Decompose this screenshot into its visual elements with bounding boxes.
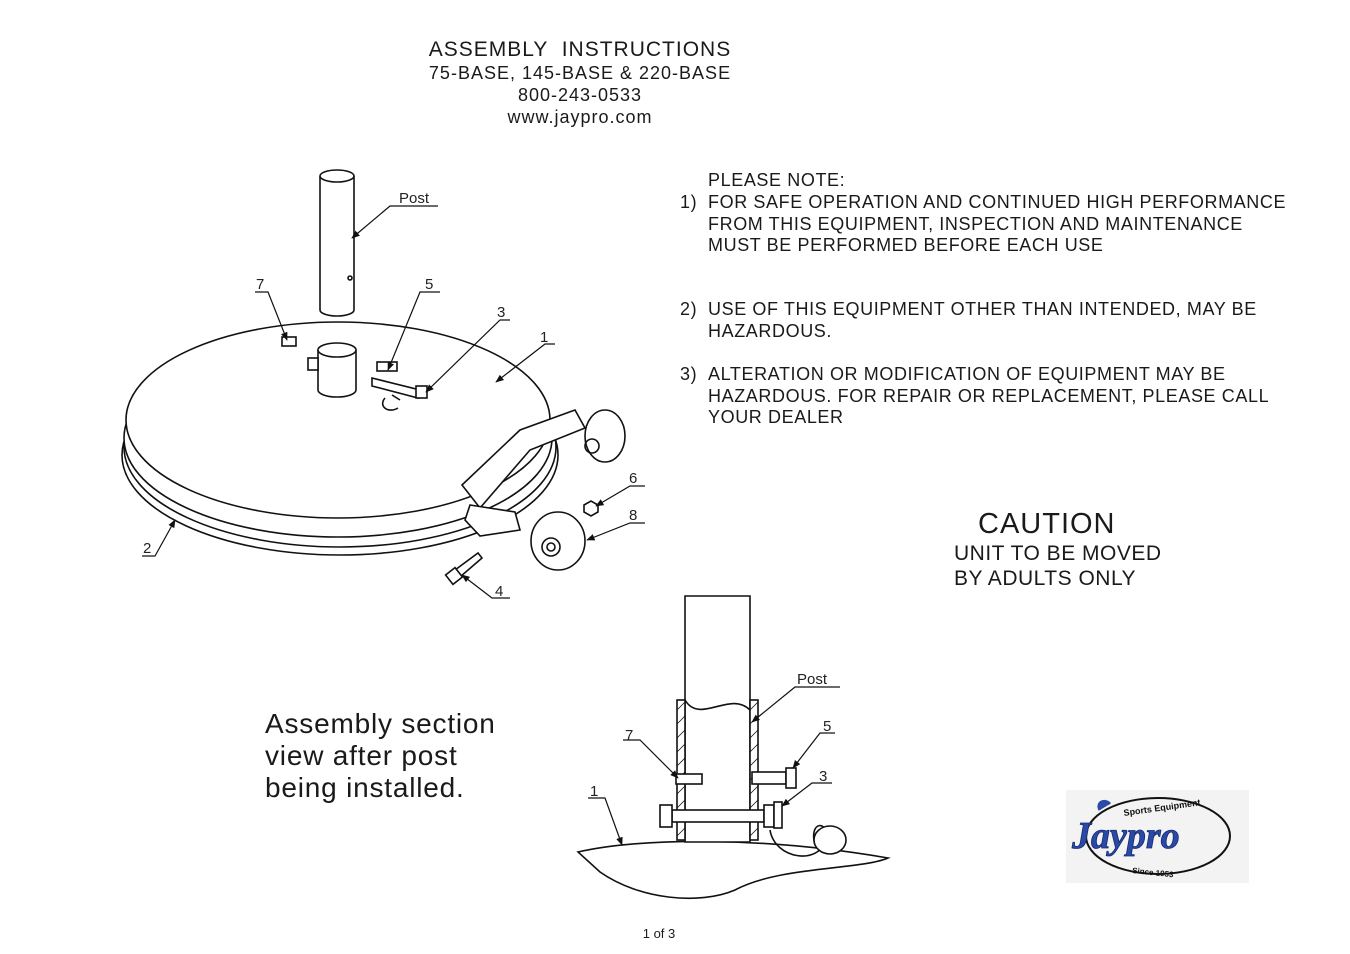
note-number: 2) [680,299,698,319]
caution-line-1: UNIT TO BE MOVED [954,542,1162,565]
label-part-1: 1 [540,329,548,346]
page-number: 1 of 3 [642,926,676,941]
note-text: ALTERATION OR MODIFICATION OF EQUIPMENT … [708,364,1269,427]
document-title: ASSEMBLY INSTRUCTIONS [428,38,732,61]
label-part-8: 8 [629,507,637,524]
rear-wheel [584,409,626,463]
section-label-3: 3 [819,768,827,785]
note-number: 3) [680,364,698,384]
note-number: 1) [680,192,698,212]
label-part-3: 3 [497,304,505,321]
note-item-1: 1) FOR SAFE OPERATION AND CONTINUED HIGH… [680,192,1288,257]
caption-line-2: view after post [265,740,458,771]
section-pin-7 [675,773,703,785]
pin-7 [281,336,297,347]
label-part-6: 6 [629,470,637,487]
logo-since: Since 1953 [1132,866,1175,879]
section-view [576,595,891,900]
website: www.jaypro.com [507,107,653,127]
post-socket [317,350,357,398]
logo-brand: Jaypro [1071,815,1180,857]
note-text: USE OF THIS EQUIPMENT OTHER THAN INTENDE… [708,299,1257,341]
caution-line-2: BY ADULTS ONLY [954,567,1137,590]
section-label-5: 5 [823,718,831,735]
note-item-2: 2) USE OF THIS EQUIPMENT OTHER THAN INTE… [680,299,1288,342]
socket-wall-left [676,699,686,841]
section-bolt-5 [751,771,787,785]
jaypro-logo: Sports Equipment Jaypro Since 1953 [1066,790,1249,883]
exploded-view [121,169,626,586]
caution-title: CAUTION [978,508,1116,540]
socket-wall-right [749,699,759,841]
label-part-4: 4 [495,583,503,600]
section-post [684,595,751,843]
section-label-1: 1 [590,783,598,800]
note-item-3: 3) ALTERATION OR MODIFICATION OF EQUIPME… [680,364,1288,429]
model-list: 75-BASE, 145-BASE & 220-BASE [428,63,732,83]
label-post: Post [399,190,430,207]
section-label-post: Post [797,671,828,688]
caption-line-3: being installed. [265,772,465,803]
label-part-5: 5 [425,276,433,293]
spring-clip [381,394,401,411]
label-part-2: 2 [143,540,151,557]
bolt-5 [376,361,398,372]
section-label-7: 7 [625,727,633,744]
section-wheel [813,825,847,855]
post [319,176,355,317]
notes-heading: PLEASE NOTE: [708,170,846,190]
caution-text: UNIT TO BE MOVED BY ADULTS ONLY [954,541,1162,591]
nut-6 [583,500,599,517]
label-part-7: 7 [256,276,264,293]
caption-line-1: Assembly section [265,708,496,739]
section-bolt-3 [671,809,765,823]
phone-number: 800-243-0533 [517,85,643,105]
section-view-caption: Assembly section view after post being i… [265,708,496,804]
handle-bracket [464,504,522,537]
note-text: FOR SAFE OPERATION AND CONTINUED HIGH PE… [708,192,1287,255]
